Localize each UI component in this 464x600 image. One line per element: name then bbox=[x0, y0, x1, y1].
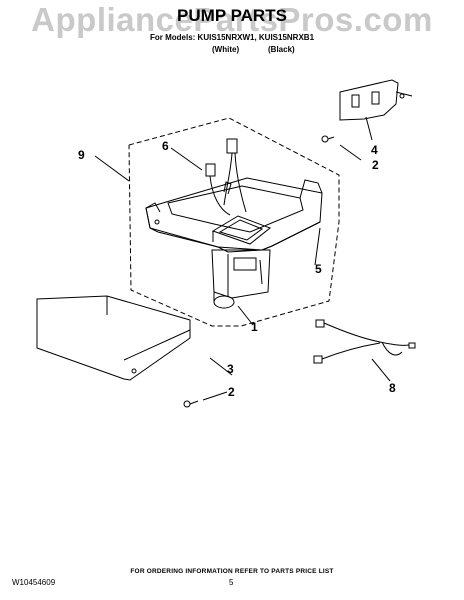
document-number: W10454609 bbox=[12, 578, 56, 587]
cover-part-3 bbox=[36, 295, 191, 381]
screw-upper-part-2 bbox=[321, 135, 335, 143]
ordering-info: FOR ORDERING INFORMATION REFER TO PARTS … bbox=[130, 568, 334, 575]
model-list: For Models: KUIS15NRXW1, KUIS15NRXB1 bbox=[149, 33, 315, 42]
pump-housing-part-5 bbox=[145, 177, 323, 253]
callout-6: 6 bbox=[162, 139, 169, 153]
callout-8: 8 bbox=[389, 381, 396, 395]
leader-lines bbox=[94, 116, 391, 401]
watermark: AppliancePartsPros.com bbox=[31, 1, 433, 38]
callout-2-upper: 2 bbox=[372, 158, 379, 172]
color-black-label: (Black) bbox=[268, 45, 295, 54]
callout-5: 5 bbox=[315, 262, 322, 276]
wire-harness-part-8 bbox=[313, 319, 416, 364]
callout-1: 1 bbox=[251, 320, 258, 334]
pump-motor-part-1 bbox=[211, 249, 271, 309]
color-white-label: (White) bbox=[212, 45, 240, 54]
screw-lower-part-2 bbox=[183, 400, 199, 408]
callout-4: 4 bbox=[371, 143, 378, 157]
assembly-boundary-outline bbox=[128, 117, 340, 327]
callout-3: 3 bbox=[227, 362, 234, 376]
callout-2-lower: 2 bbox=[228, 385, 235, 399]
callout-9: 9 bbox=[78, 148, 85, 162]
page-number: 5 bbox=[229, 578, 234, 587]
bracket-part-4 bbox=[339, 79, 413, 121]
page-title: PUMP PARTS bbox=[177, 6, 287, 25]
pump-harness-part-6 bbox=[205, 138, 247, 216]
